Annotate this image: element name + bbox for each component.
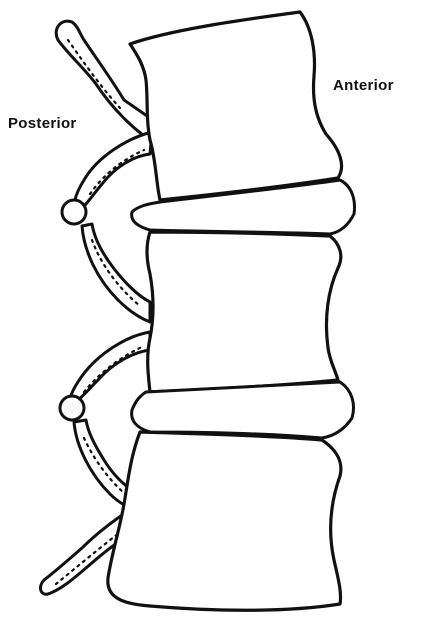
upper-facet-joint	[62, 200, 86, 224]
lower-vertebral-body	[108, 432, 341, 610]
anterior-label: Anterior	[333, 77, 394, 94]
middle-vertebral-body	[147, 232, 341, 392]
upper-vertebral-body	[130, 12, 342, 200]
posterior-label: Posterior	[8, 115, 77, 132]
upper-arch	[74, 132, 152, 214]
lower-intervertebral-disc	[132, 382, 354, 438]
lower-facet-joint	[60, 396, 84, 420]
middle-arch-lower	[70, 332, 151, 406]
middle-arch-upper	[82, 224, 150, 322]
